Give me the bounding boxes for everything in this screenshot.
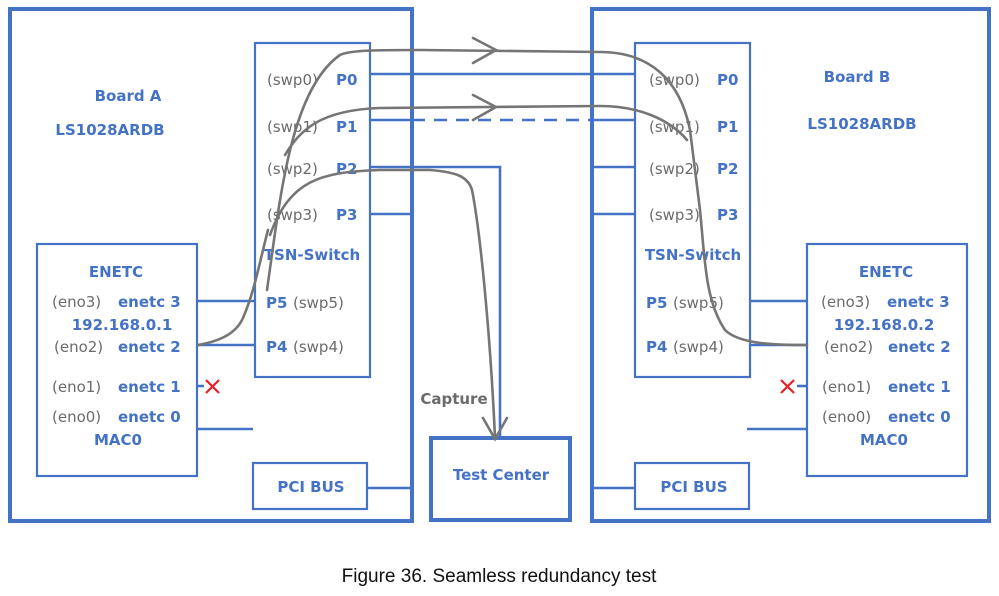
enetc-name: enetc 3 [118,293,181,311]
board-b-tsn-switch [633,41,752,379]
board-b-switch-port-p4: P4 (swp4) [646,338,724,356]
enetc-iface: (eno0) [52,408,101,426]
port-name: P0 [717,71,738,89]
enetc-name: enetc 0 [888,408,951,426]
board-a-switch-title: TSN-Switch [264,246,360,264]
board-a-enetc1-fault-x-icon [205,379,220,394]
capture-label: Capture [420,390,487,408]
link-p2-to-test-center [410,165,502,438]
enetc-iface: (eno2) [824,338,873,356]
board-a-switch-port-p1: (swp1) P1 [267,118,357,136]
board-b-switch-port-p3: (swp3) P3 [649,206,738,224]
board-a-enetc-3: (eno3) enetc 3 [52,293,181,311]
port-iface: (swp5) [673,294,724,312]
board-a-ip-address: 192.168.0.1 [72,316,173,334]
board-a-switch-port-p3: (swp3) P3 [267,206,357,224]
board-b-enetc-3: (eno3) enetc 3 [821,293,950,311]
board-b-switch-port-p2: (swp2) P2 [649,160,738,178]
flow-path-board-a-enetc2 [196,228,270,347]
arrowhead-down-icon [481,416,509,442]
enetc-iface: (eno1) [52,378,101,396]
board-a-tsn-switch [253,41,372,379]
port-name: P1 [717,118,738,136]
board-b-pci-bus-label: PCI BUS [660,478,727,496]
board-a-title: Board A [95,87,162,105]
port-name: P5 [646,294,667,312]
board-b-switch-title: TSN-Switch [645,246,741,264]
board-a-model: LS1028ARDB [55,121,164,139]
board-b-enetc [805,242,969,478]
board-a-enetc-1: (eno1) enetc 1 [52,378,181,396]
board-a-switch-port-p4: P4 (swp4) [266,338,344,356]
port-name: P4 [266,338,287,356]
port-iface: (swp0) [649,71,700,89]
port-iface: (swp4) [673,338,724,356]
enetc-iface: (eno3) [52,293,101,311]
enetc-name: enetc 2 [888,338,951,356]
test-center: Test Center Capture [420,390,572,522]
board-a-frame [8,7,414,523]
board-b: Board B LS1028ARDB (swp0) P0 (swp1) P1 (… [590,7,991,523]
port-iface: (swp2) [267,160,318,178]
board-a-switch-port-p0: (swp0) P0 [267,71,357,89]
enetc-name: enetc 1 [118,378,181,396]
board-a-enetc-2: (eno2) enetc 2 [54,338,181,356]
board-b-pci-bus [633,461,751,511]
port-name: P3 [717,206,738,224]
port-iface: (swp3) [649,206,700,224]
board-b-enetc-title: ENETC [859,263,913,281]
port-iface: (swp3) [267,206,318,224]
board-a-mac: MAC0 [94,431,142,449]
port-name: P0 [336,71,357,89]
arrowhead-right-icon [471,36,499,65]
board-a-switch-port-p2: (swp2) P2 [267,160,357,178]
board-b-model: LS1028ARDB [807,115,916,133]
board-b-enetc-1: (eno1) enetc 1 [822,378,951,396]
board-b-mac: MAC0 [860,431,908,449]
board-a-enetc-0: (eno0) enetc 0 [52,408,181,426]
board-a-pci-bus-label: PCI BUS [277,478,344,496]
enetc-name: enetc 0 [118,408,181,426]
flow-path-p0 [265,48,809,347]
port-iface: (swp5) [293,294,344,312]
board-a: Board A LS1028ARDB (swp0) P0 (swp1) P1 (… [8,7,414,523]
traffic-flows [196,36,809,442]
flow-path-p1 [283,104,689,157]
test-center-box [429,436,572,522]
port-name: P5 [266,294,287,312]
board-a-switch-port-p5: P5 (swp5) [266,294,344,312]
enetc-iface: (eno0) [822,408,871,426]
board-b-title: Board B [824,68,891,86]
port-iface: (swp0) [267,71,318,89]
port-name: P4 [646,338,667,356]
flow-path-capture [268,168,497,439]
port-iface: (swp4) [293,338,344,356]
enetc-iface: (eno1) [822,378,871,396]
test-center-title: Test Center [453,466,550,484]
board-b-frame [590,7,991,523]
port-name: P2 [717,160,738,178]
port-name: P1 [336,118,357,136]
enetc-name: enetc 1 [888,378,951,396]
enetc-name: enetc 2 [118,338,181,356]
port-name: P2 [336,160,357,178]
board-a-enetc-title: ENETC [89,263,143,281]
port-iface: (swp2) [649,160,700,178]
enetc-iface: (eno2) [54,338,103,356]
arrowhead-right-icon [471,93,499,122]
enetc-iface: (eno3) [821,293,870,311]
enetc-name: enetc 3 [887,293,950,311]
figure-caption: Figure 36. Seamless redundancy test [342,566,657,587]
board-b-enetc-0: (eno0) enetc 0 [822,408,951,426]
board-b-enetc1-fault-x-icon [780,379,795,394]
board-a-enetc [35,242,199,478]
board-b-enetc-2: (eno2) enetc 2 [824,338,951,356]
board-b-ip-address: 192.168.0.2 [834,316,935,334]
port-name: P3 [336,206,357,224]
board-a-pci-bus [251,461,369,511]
